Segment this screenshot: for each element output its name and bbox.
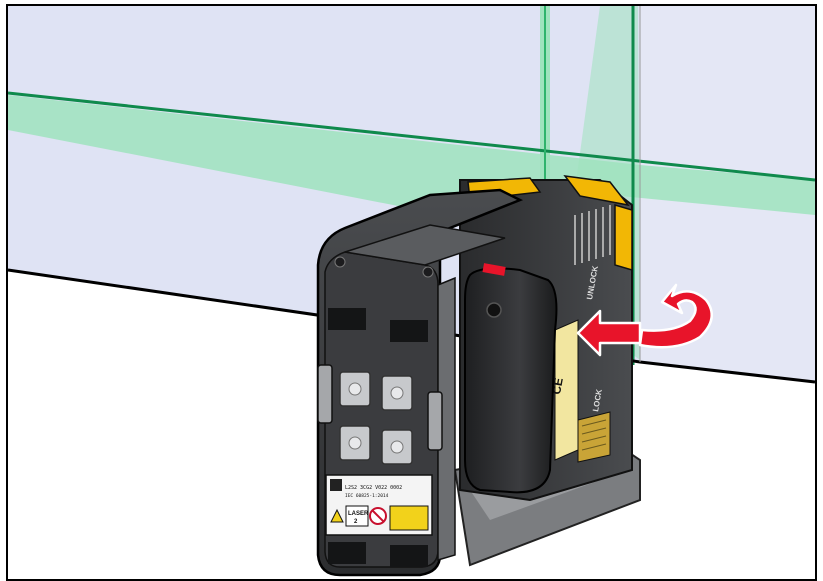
- vent-grill: [574, 205, 611, 265]
- spec-yellow-box: [389, 505, 429, 531]
- keypad-area: [577, 411, 611, 463]
- rubber-pad-bottom-left: [328, 542, 366, 564]
- button-top-left[interactable]: [339, 371, 371, 407]
- red-push-arrow[interactable]: [576, 309, 642, 357]
- rubber-pad-top-left: [328, 308, 366, 330]
- qr-code: [330, 479, 342, 491]
- yellow-accent-top-right: [563, 175, 630, 207]
- grip-pad-left: [317, 364, 333, 424]
- spec-text: IEC 60825-1:2014: [345, 493, 389, 499]
- button-icon: [390, 386, 404, 400]
- button-bottom-left[interactable]: [339, 425, 371, 461]
- screw-hole-left: [334, 256, 346, 268]
- battery-screw: [486, 302, 502, 318]
- laser-class-box: [345, 505, 369, 527]
- button-icon: [348, 382, 362, 396]
- battery-pack: [464, 267, 558, 494]
- button-bottom-right[interactable]: [381, 429, 413, 465]
- screw-hole-right: [422, 266, 434, 278]
- button-icon: [390, 440, 404, 454]
- frame-border: [6, 4, 817, 581]
- button-icon: [348, 436, 362, 450]
- no-stare-slash: [371, 509, 385, 523]
- side-rail: [437, 276, 456, 562]
- keypad-grid: [581, 419, 607, 451]
- red-rotate-arrow[interactable]: [638, 283, 713, 349]
- button-top-right[interactable]: [381, 375, 413, 411]
- battery-red-indicator: [482, 263, 506, 276]
- grip-pad-right: [427, 391, 443, 451]
- rubber-pad-bottom-right: [390, 545, 428, 567]
- laser-class-label: LASER: [348, 511, 369, 517]
- top-edge: [344, 224, 506, 266]
- model-line: L2S2 3CG2 V022 0002: [345, 485, 402, 491]
- laser-class-number: 2: [354, 519, 358, 525]
- lock-label: LOCK: [591, 388, 604, 412]
- yellow-accent-side: [614, 203, 633, 272]
- laser-warning-triangle: [330, 508, 344, 523]
- horizontal-laser-line: [7, 91, 816, 182]
- rubber-pad-top-right: [390, 320, 428, 342]
